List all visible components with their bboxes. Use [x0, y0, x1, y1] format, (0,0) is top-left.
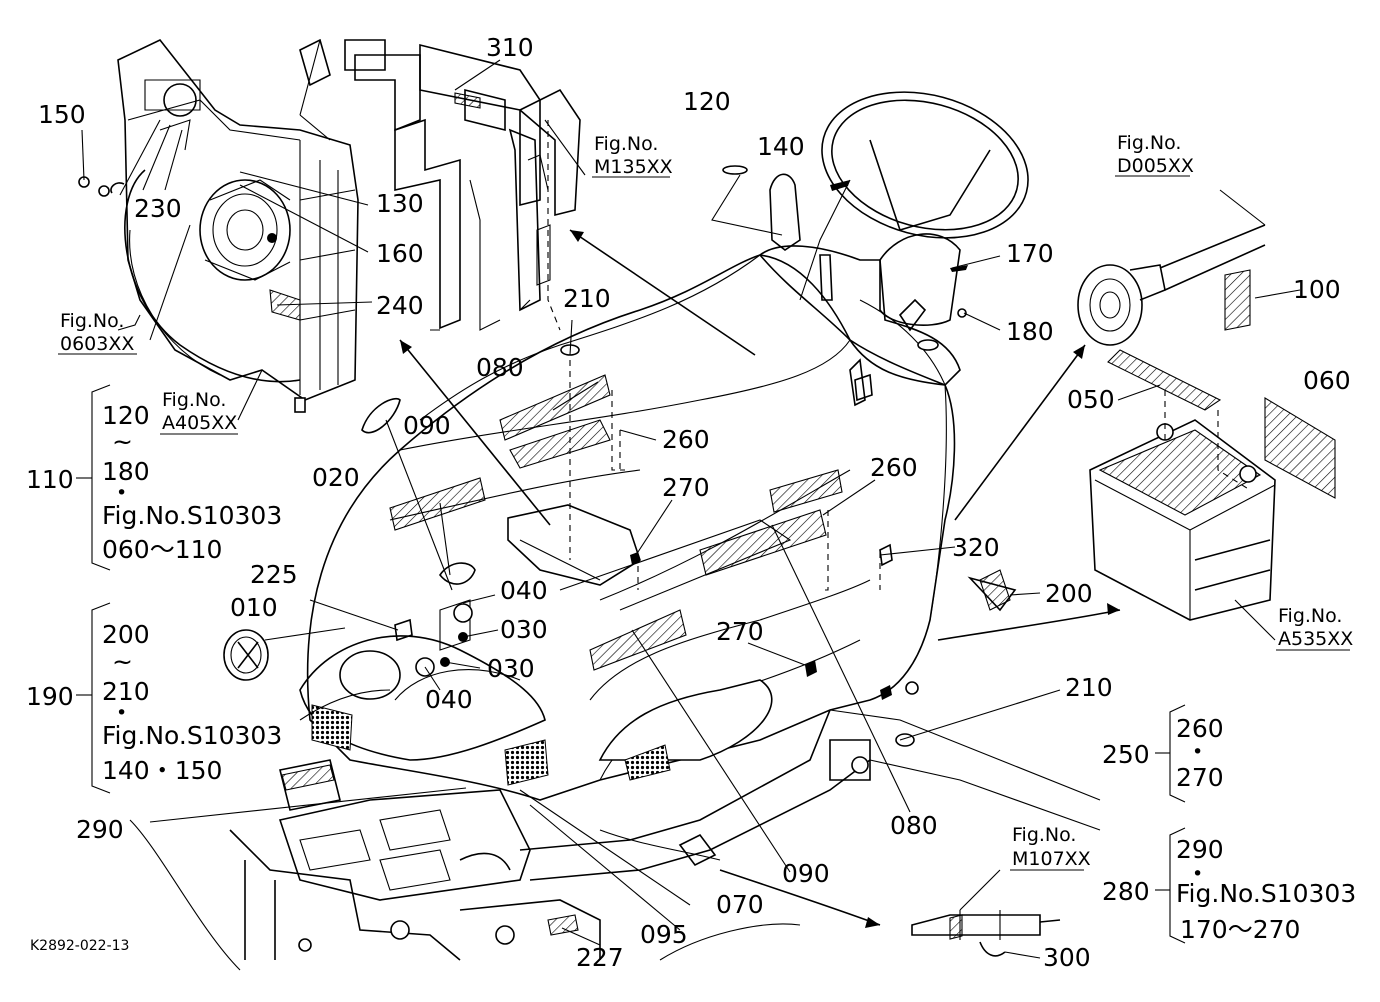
label-270-upper: 270 [662, 473, 710, 502]
label-095: 095 [640, 920, 688, 949]
figref-m135-code: M135XX [594, 156, 673, 178]
label-130: 130 [376, 189, 424, 218]
group-110-to: 180 [102, 457, 150, 486]
label-080-upper: 080 [476, 353, 524, 382]
label-320: 320 [952, 533, 1000, 562]
figref-d005-label: Fig.No. [1117, 132, 1181, 154]
label-230: 230 [134, 194, 182, 223]
figref-d005-code: D005XX [1117, 155, 1194, 177]
group-110-from: 120 [102, 401, 150, 430]
figref-m107-code: M107XX [1012, 848, 1091, 870]
group-250-dot: • [1192, 741, 1203, 763]
figref-a405-label: Fig.No. [162, 389, 226, 411]
drawing-code: K2892-022-13 [30, 938, 129, 954]
figref-m107-label: Fig.No. [1012, 824, 1076, 846]
figure-ref-underlines [58, 175, 1350, 871]
figure-references: Fig.No. M135XX Fig.No. D005XX Fig.No. 06… [60, 132, 1353, 870]
hood-bonnet-drawing [299, 254, 956, 801]
group-190-id: 190 [26, 682, 74, 711]
label-300: 300 [1043, 943, 1091, 972]
label-010: 010 [230, 593, 278, 622]
figref-a535-label: Fig.No. [1278, 605, 1342, 627]
group-110-id: 110 [26, 465, 74, 494]
frame-support-drawing [299, 38, 581, 331]
cable-drawing [911, 910, 1061, 957]
group-190: 190 200 ~ 210 • Fig.No.S10303 140・150 [26, 620, 282, 785]
leader-lines [81, 59, 1301, 959]
label-070: 070 [716, 890, 764, 919]
label-140: 140 [757, 132, 805, 161]
group-280-range: 170～270 [1180, 915, 1300, 944]
group-190-from: 200 [102, 620, 150, 649]
label-050: 050 [1067, 385, 1115, 414]
chassis-drawing [129, 681, 1101, 971]
label-225: 225 [250, 560, 298, 589]
label-090-lower: 090 [782, 859, 830, 888]
group-280-ref: Fig.No.S10303 [1176, 879, 1356, 908]
figref-0603-label: Fig.No. [60, 310, 124, 332]
label-210-upper: 210 [563, 284, 611, 313]
figref-a535-code: A535XX [1278, 628, 1353, 650]
guide-lines [569, 360, 1251, 591]
group-250-id: 250 [1102, 740, 1150, 769]
label-080-lower: 080 [890, 811, 938, 840]
label-120: 120 [683, 87, 731, 116]
steering-console-drawing [722, 91, 1029, 407]
group-280-id: 280 [1102, 877, 1150, 906]
group-190-tilde: ~ [112, 647, 133, 676]
label-040-lower: 040 [425, 685, 473, 714]
group-280: 280 290 • Fig.No.S10303 170～270 [1102, 835, 1356, 944]
label-040-upper: 040 [500, 576, 548, 605]
group-190-to: 210 [102, 677, 150, 706]
label-210-lower: 210 [1065, 673, 1113, 702]
group-280-dot: • [1192, 863, 1203, 885]
figref-m135-label: Fig.No. [594, 133, 658, 155]
radiator-shroud-drawing [78, 39, 359, 413]
group-110-range: 060～110 [102, 535, 222, 564]
group-190-ref: Fig.No.S10303 [102, 721, 282, 750]
figref-0603-code: 0603XX [60, 333, 134, 355]
group-110: 110 120 ~ 180 • Fig.No.S10303 060～110 [26, 401, 282, 564]
label-090-upper: 090 [403, 411, 451, 440]
label-170: 170 [1006, 239, 1054, 268]
label-260-upper: 260 [662, 425, 710, 454]
group-190-range: 140・150 [102, 756, 222, 785]
group-250-a: 260 [1176, 714, 1224, 743]
group-110-ref: Fig.No.S10303 [102, 501, 282, 530]
label-240: 240 [376, 291, 424, 320]
label-060: 060 [1303, 366, 1351, 395]
label-180: 180 [1006, 317, 1054, 346]
label-260-lower: 260 [870, 453, 918, 482]
label-160: 160 [376, 239, 424, 268]
group-280-a: 290 [1176, 835, 1224, 864]
battery-drawing [967, 224, 1336, 621]
line-art [58, 38, 1350, 971]
figref-a405-code: A405XX [162, 412, 237, 434]
label-200: 200 [1045, 579, 1093, 608]
assembly-arrows [399, 229, 1121, 928]
part-labels: 010 020 030 030 040 040 050 060 070 080 … [38, 33, 1351, 972]
label-270-lower: 270 [716, 617, 764, 646]
label-100: 100 [1293, 275, 1341, 304]
group-190-dot: • [116, 702, 127, 724]
label-227: 227 [576, 943, 624, 972]
label-030-upper: 030 [500, 615, 548, 644]
label-020: 020 [312, 463, 360, 492]
label-030-lower: 030 [487, 654, 535, 683]
label-150: 150 [38, 100, 86, 129]
group-brackets [76, 384, 1186, 944]
group-110-tilde: ~ [112, 427, 133, 456]
label-310: 310 [486, 33, 534, 62]
label-290: 290 [76, 815, 124, 844]
group-250-b: 270 [1176, 763, 1224, 792]
group-250: 250 260 • 270 [1102, 714, 1224, 792]
group-110-dot: • [116, 482, 127, 504]
